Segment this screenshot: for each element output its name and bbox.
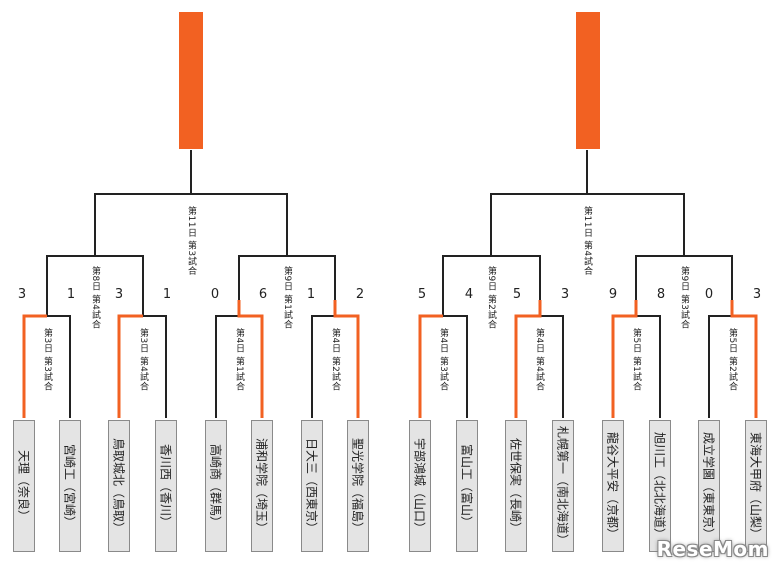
final-bar-left: [179, 12, 203, 149]
team-name: 札幌第一（南北海道）: [555, 425, 570, 547]
score-nichidai-san: 1: [306, 287, 316, 302]
match-label-semifinal: 第11日 第4試合: [582, 206, 592, 276]
score-tokai-kofu: 3: [752, 287, 762, 302]
winner-path-seiko-gakuin: [333, 300, 360, 418]
team-name: 宇部鴻城（山口）: [412, 437, 427, 535]
team-box-seiritsu-gakuen[interactable]: 成立学園（東東京）: [698, 420, 720, 552]
score-asahikawa-ko: 8: [656, 287, 666, 302]
match-label-r1: 第4日 第3試合: [438, 328, 448, 392]
team-box-seiko-gakuin[interactable]: 聖光学院（福島）: [347, 420, 369, 552]
team-box-asahikawa-ko[interactable]: 旭川工（北北海道）: [649, 420, 671, 552]
score-toyama-ko: 4: [464, 287, 474, 302]
resemom-logo: ReseMom: [656, 537, 769, 561]
team-box-ryukoku-heian[interactable]: 龍谷大平安（京都）: [602, 420, 624, 552]
match-label-r1: 第5日 第1試合: [631, 328, 641, 392]
team-name: 佐世保実（長崎）: [508, 437, 523, 535]
team-box-toyama-ko[interactable]: 富山工（富山）: [456, 420, 478, 552]
team-name: 天理（奈良）: [16, 449, 31, 523]
team-name: 鳥取城北（鳥取）: [111, 437, 126, 535]
score-ryukoku-heian: 9: [608, 287, 618, 302]
score-takasaki-sho: 0: [210, 287, 220, 302]
team-name: 浦和学院（埼玉）: [254, 437, 269, 535]
team-box-miyazaki-ko[interactable]: 宮崎工（宮崎）: [59, 420, 81, 552]
team-name: 日大三（西東京）: [304, 437, 319, 535]
winner-path-urawa-gakuin: [237, 300, 264, 418]
score-ube-kojo: 5: [417, 287, 427, 302]
team-box-tenri[interactable]: 天理（奈良）: [13, 420, 35, 552]
team-name: 聖光学院（福島）: [350, 437, 365, 535]
team-box-ube-kojo[interactable]: 宇部鴻城（山口）: [409, 420, 431, 552]
match-label-r1: 第4日 第1試合: [234, 328, 244, 392]
score-kagawa-nishi: 1: [162, 287, 172, 302]
team-name: 旭川工（北北海道）: [652, 431, 667, 541]
team-box-urawa-gakuin[interactable]: 浦和学院（埼玉）: [251, 420, 273, 552]
winner-path-ube-kojo: [418, 314, 443, 418]
match-label-r2: 第9日 第1試合: [282, 266, 292, 330]
team-box-kagawa-nishi[interactable]: 香川西（香川）: [155, 420, 177, 552]
team-name: 東海大甲府（山梨）: [748, 431, 763, 541]
team-box-tottori-johoku[interactable]: 鳥取城北（鳥取）: [108, 420, 130, 552]
team-box-sapporo-daiichi[interactable]: 札幌第一（南北海道）: [552, 420, 574, 552]
team-box-sasebo-jitsu[interactable]: 佐世保実（長崎）: [505, 420, 527, 552]
score-miyazaki-ko: 1: [66, 287, 76, 302]
team-box-tokai-kofu[interactable]: 東海大甲府（山梨）: [745, 420, 767, 552]
score-seiko-gakuin: 2: [355, 287, 365, 302]
score-urawa-gakuin: 6: [258, 287, 268, 302]
team-name: 成立学園（東東京）: [701, 431, 716, 541]
match-label-r1: 第3日 第4試合: [138, 328, 148, 392]
match-label-r2: 第9日 第2試合: [486, 266, 496, 330]
team-name: 富山工（富山）: [459, 443, 474, 529]
match-label-r1: 第4日 第4試合: [534, 328, 544, 392]
match-label-r1: 第4日 第2試合: [330, 328, 340, 392]
winner-path-tenri: [22, 314, 47, 418]
score-sapporo-daiichi: 3: [560, 287, 570, 302]
winner-path-tokai-kofu: [730, 300, 758, 418]
team-name: 宮崎工（宮崎）: [62, 443, 77, 529]
match-label-r2: 第9日 第3試合: [679, 266, 689, 330]
team-box-takasaki-sho[interactable]: 高崎商（群馬）: [205, 420, 227, 552]
score-tenri: 3: [17, 287, 27, 302]
winner-path-ryukoku-heian: [611, 300, 638, 418]
winner-path-tottori-johoku: [117, 314, 143, 418]
team-box-nichidai-san[interactable]: 日大三（西東京）: [301, 420, 323, 552]
team-name: 香川西（香川）: [158, 443, 173, 529]
winner-path-sasebo-jitsu: [514, 300, 542, 418]
match-label-semifinal: 第11日 第3試合: [186, 206, 196, 276]
final-bar-right: [576, 12, 600, 149]
match-label-r2: 第8日 第4試合: [90, 266, 100, 330]
team-name: 龍谷大平安（京都）: [605, 431, 620, 541]
score-sasebo-jitsu: 5: [512, 287, 522, 302]
score-seiritsu-gakuen: 0: [704, 287, 714, 302]
match-label-r1: 第3日 第3試合: [42, 328, 52, 392]
team-name: 高崎商（群馬）: [208, 443, 223, 529]
match-label-r1: 第5日 第2試合: [727, 328, 737, 392]
score-tottori-johoku: 3: [114, 287, 124, 302]
